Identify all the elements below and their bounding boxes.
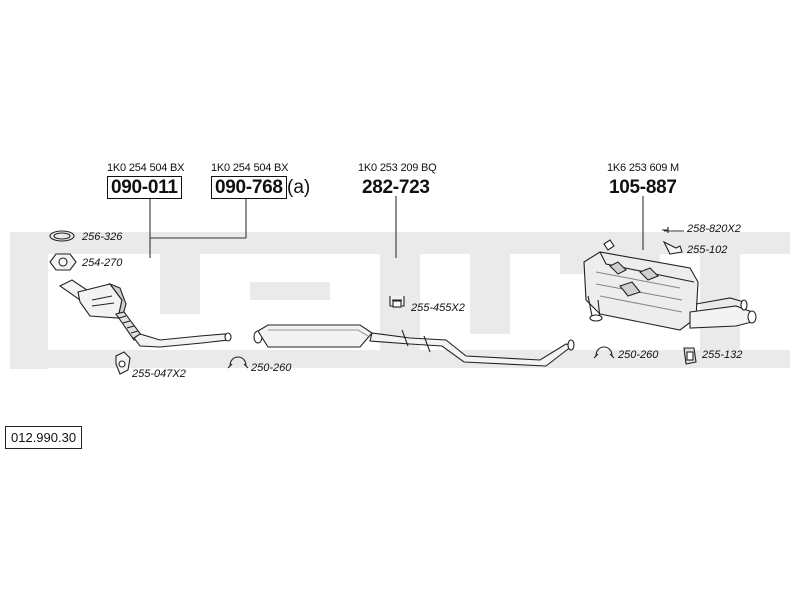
accessory-label-clamp-middle[interactable]: 250-260 (251, 362, 292, 374)
part-number-front-catalyst[interactable]: 090-011 (107, 176, 182, 199)
oem-number-rear-silencer: 1K6 253 609 M (607, 162, 680, 174)
accessory-icons (49, 227, 697, 375)
middle-silencer-drawing (253, 324, 575, 367)
gasket-icon (49, 230, 75, 242)
part-number-front-catalyst-alt[interactable]: 090-768 (211, 176, 287, 199)
front-catalyst-drawing (58, 279, 232, 348)
clamp-rear-icon (593, 346, 615, 359)
accessory-label-clamp-rear[interactable]: 250-260 (618, 349, 659, 361)
oem-number-middle-silencer: 1K0 253 209 BQ (358, 162, 437, 174)
oem-number-front-catalyst-alt: 1K0 254 504 BX (211, 162, 289, 174)
accessory-label-flange-gasket[interactable]: 254-270 (82, 257, 123, 269)
accessory-label-mount-middle[interactable]: 255-455X2 (411, 302, 465, 314)
rear-silencer-drawing (583, 239, 757, 331)
leader-lines (149, 196, 684, 258)
clamp-middle-icon (227, 356, 249, 369)
accessory-label-bolt[interactable]: 258-820X2 (687, 223, 741, 235)
part-number-rear-silencer[interactable]: 105-887 (609, 177, 677, 198)
accessory-label-gasket[interactable]: 256-326 (82, 231, 123, 243)
accessory-label-rubber-mount[interactable]: 255-132 (702, 349, 743, 361)
document-id: 012.990.30 (5, 426, 83, 449)
accessory-label-bracket[interactable]: 255-102 (687, 244, 728, 256)
accessory-label-clamp-front[interactable]: 255-047X2 (132, 368, 186, 380)
watermark (10, 232, 790, 369)
part-number-middle-silencer[interactable]: 282-723 (362, 177, 430, 198)
bolt-icon (662, 227, 669, 233)
bracket-icon (662, 240, 683, 255)
part-suffix-front-catalyst-alt: (a) (287, 177, 311, 198)
oem-number-front-catalyst: 1K0 254 504 BX (107, 162, 185, 174)
